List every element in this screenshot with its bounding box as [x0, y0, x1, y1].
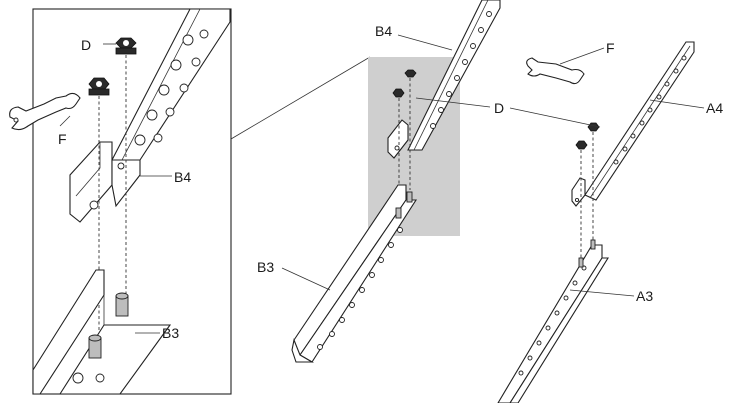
detail-rail-b4: [69, 8, 231, 223]
label-d-center: D: [494, 100, 504, 116]
detail-rail-b3: [32, 269, 172, 395]
label-a4-right: A4: [706, 100, 723, 116]
right-nut-1: [587, 122, 600, 132]
center-nut-1: [404, 69, 417, 78]
center-rail-b4: [387, 0, 501, 159]
label-b3-detail: B3: [162, 325, 179, 341]
label-b3-center: B3: [257, 259, 274, 275]
detail-wrench: [9, 92, 81, 131]
right-wrench: [526, 57, 585, 85]
label-b4-detail: B4: [174, 169, 191, 185]
label-d-detail: D: [81, 37, 91, 53]
center-nut-2: [392, 88, 405, 98]
detail-nut-lower: [88, 77, 110, 96]
label-f-detail: F: [58, 131, 67, 147]
detail-inset: D F B4 B3: [9, 8, 232, 395]
detail-nut-upper: [115, 37, 137, 55]
center-assembly: B4 D B3: [257, 0, 504, 363]
right-nut-2: [575, 140, 588, 150]
center-rail-b3: [291, 184, 418, 363]
right-assembly: F A4 A3: [497, 40, 723, 403]
detail-callout-leader: [230, 56, 371, 140]
label-f-right: F: [606, 40, 615, 56]
label-b4-center: B4: [375, 23, 392, 39]
label-a3-right: A3: [636, 288, 653, 304]
detail-frame: [32, 8, 232, 395]
right-rail-a3: [497, 239, 609, 403]
right-rail-a4: [571, 41, 695, 207]
